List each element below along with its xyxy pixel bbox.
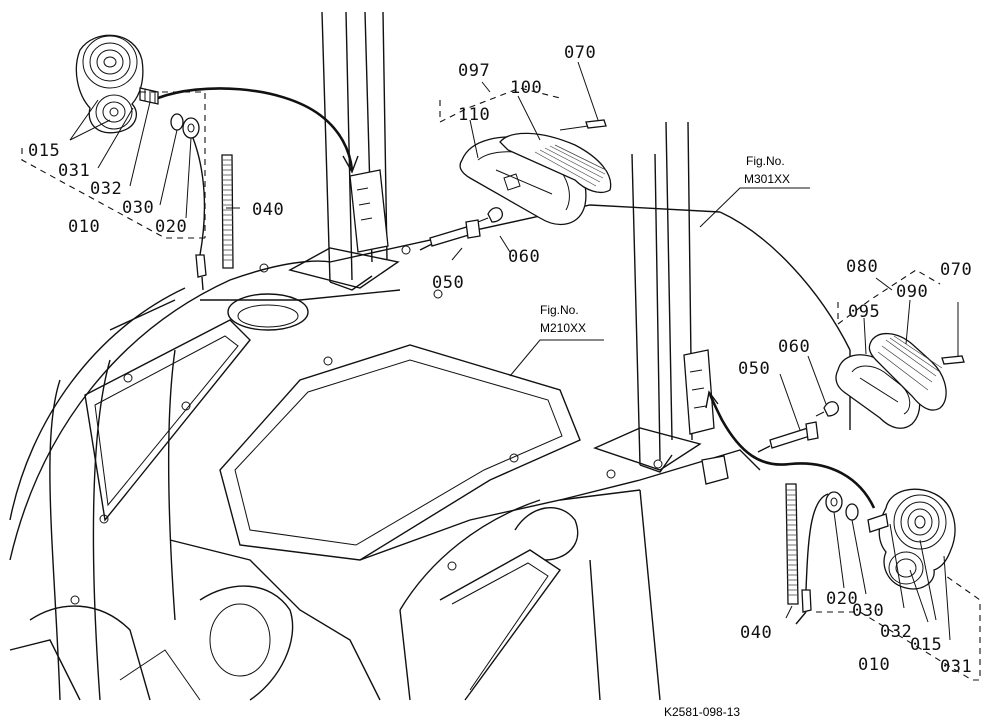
right-corrugated-tube <box>785 483 799 605</box>
right-washer-030 <box>845 503 859 521</box>
label-right-060: 060 <box>778 337 810 357</box>
right-lamp-assembly <box>705 390 981 681</box>
label-right-070: 070 <box>940 260 972 280</box>
svg-text:Fig.No.: Fig.No. <box>540 303 579 317</box>
label-left-050: 050 <box>432 273 464 293</box>
left-lamp-assembly <box>21 34 359 291</box>
label-right-050: 050 <box>738 359 770 379</box>
label-right-010: 010 <box>858 655 890 675</box>
label-left-015: 015 <box>28 141 60 161</box>
right-socket-050 <box>757 421 819 453</box>
left-socket-050 <box>419 219 481 251</box>
left-bulb-060 <box>477 207 504 223</box>
right-lamp-lens-090 <box>868 333 947 411</box>
rops-right-post <box>631 121 729 485</box>
label-right-090: 090 <box>896 282 928 302</box>
label-right-020: 020 <box>826 589 858 609</box>
label-left-031: 031 <box>58 161 90 181</box>
label-left-070: 070 <box>564 43 596 63</box>
right-lamp-housing <box>867 488 956 590</box>
label-right-015: 015 <box>910 635 942 655</box>
label-left-010: 010 <box>68 217 100 237</box>
svg-text:M210XX: M210XX <box>540 321 586 335</box>
label-left-020: 020 <box>155 217 187 237</box>
label-left-100: 100 <box>510 78 542 98</box>
label-right-030: 030 <box>852 601 884 621</box>
label-right-080: 080 <box>846 257 878 277</box>
right-nut-020 <box>825 491 843 513</box>
label-left-032: 032 <box>90 179 122 199</box>
drawing-code: K2581-098-13 <box>664 705 740 719</box>
right-lamp-wire <box>708 393 876 509</box>
left-work-lamp <box>419 61 612 261</box>
left-corrugated-tube <box>221 154 234 269</box>
left-washer-030 <box>170 113 184 131</box>
label-left-060: 060 <box>508 247 540 267</box>
label-right-032: 032 <box>880 622 912 642</box>
label-left-110: 110 <box>458 105 490 125</box>
rops-left-post <box>321 11 389 291</box>
label-right-095: 095 <box>848 302 880 322</box>
label-left-097: 097 <box>458 61 490 81</box>
right-bulb-060 <box>815 401 840 417</box>
label-left-040: 040 <box>252 200 284 220</box>
left-lamp-lens-100 <box>499 132 612 194</box>
fig-ref-upper: Fig.No. M301XX <box>699 154 810 228</box>
svg-text:Fig.No.: Fig.No. <box>746 154 785 168</box>
label-right-031: 031 <box>940 657 972 677</box>
fig-ref-lower: Fig.No. M210XX <box>509 303 604 377</box>
svg-text:M301XX: M301XX <box>744 172 790 186</box>
label-right-040: 040 <box>740 623 772 643</box>
right-work-lamp <box>757 269 965 453</box>
label-left-030: 030 <box>122 198 154 218</box>
chassis-frame <box>9 204 851 701</box>
left-nut-020 <box>182 117 200 139</box>
left-lamp-wire <box>157 87 354 171</box>
